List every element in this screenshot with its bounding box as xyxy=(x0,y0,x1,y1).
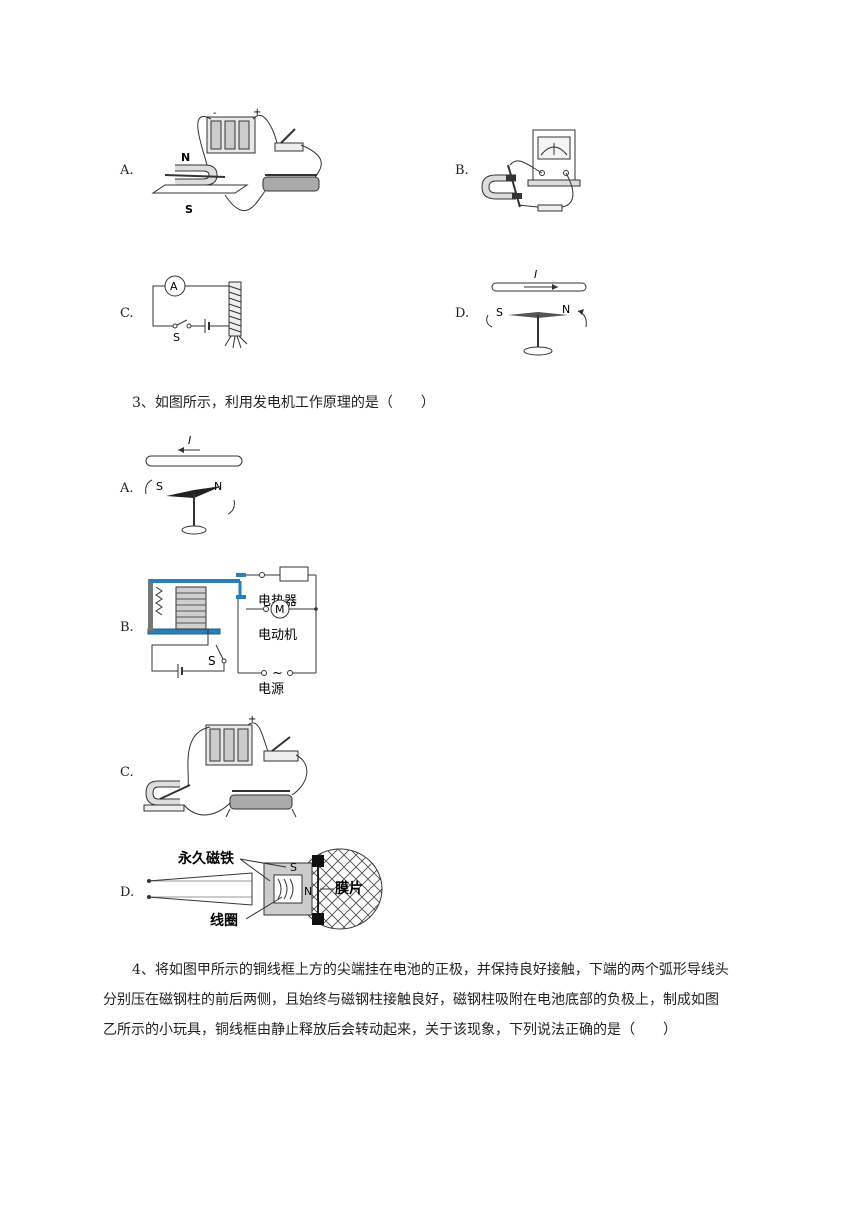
q2-figc-ammeter-label: A xyxy=(170,280,178,293)
q3-question-text: 3、如图所示，利用发电机工作原理的是（ ） xyxy=(132,395,435,411)
q3-figb-source-label: 电源 xyxy=(258,682,284,697)
q2-option-b-label: B. xyxy=(455,163,469,178)
q2-figa-minus: - xyxy=(213,108,217,119)
q2-figure-c: A S xyxy=(152,275,248,349)
q2-figure-d: I S N xyxy=(486,268,587,356)
q2-figa-n-label: N xyxy=(181,151,190,164)
q3-figb-motor-symbol: M xyxy=(275,603,285,616)
q3-option-d-label: D. xyxy=(120,885,135,900)
q2-option-a-label: A. xyxy=(120,163,134,178)
q3-figa-n-label: N xyxy=(214,480,222,493)
q3-figure-a: I S N xyxy=(145,434,243,535)
q3-figb-source-symbol: ~ xyxy=(272,666,283,681)
q3-figd-s-label: S xyxy=(290,861,297,874)
q3-option-c-label: C. xyxy=(120,765,134,780)
q4-question-line-2: 分别压在磁钢柱的前后两侧，且始终与磁钢柱接触良好，磁钢柱吸附在电池底部的负极上，… xyxy=(103,992,719,1008)
q3-figb-motor-label: 电动机 xyxy=(258,628,297,643)
q3-option-a-label: A. xyxy=(120,481,134,496)
q2-figc-switch-label: S xyxy=(173,331,180,344)
q3-figc-plus: + xyxy=(248,714,256,725)
q4-question-line-1: 4、将如图甲所示的铜线框上方的尖端挂在电池的正极，并保持良好接触，下端的两个弧形… xyxy=(132,962,729,978)
q2-figd-s-label: S xyxy=(496,306,503,319)
q2-figa-s-label: S xyxy=(185,203,193,216)
q2-figd-current-label: I xyxy=(534,268,537,281)
q2-figure-b xyxy=(481,129,581,212)
q2-figa-plus: + xyxy=(253,107,261,118)
q2-figd-n-label: N xyxy=(562,303,570,316)
q2-option-d-label: D. xyxy=(455,306,470,321)
q3-figd-coil-label: 线圈 xyxy=(210,912,238,929)
q3-figure-c: + xyxy=(143,714,308,818)
q3-figd-magnet-label: 永久磁铁 xyxy=(177,850,234,867)
q3-figa-s-label: S xyxy=(156,480,163,493)
q3-option-b-label: B. xyxy=(120,620,134,635)
q2-option-c-label: C. xyxy=(120,306,134,321)
q3-figb-switch-label: S xyxy=(208,654,216,668)
q4-question-line-3: 乙所示的小玩具，铜线框由静止释放后会转动起来，关于该现象，下列说法正确的是（ ） xyxy=(103,1022,677,1038)
q3-figure-d: S N 永久磁铁 膜片 线圈 xyxy=(147,848,383,930)
q3-figure-b: 电热器 M 电动机 ~ 电源 S xyxy=(147,566,318,697)
q3-figa-current-label: I xyxy=(188,434,191,447)
q3-figd-film-label: 膜片 xyxy=(335,880,363,897)
q2-figure-a: N S - + xyxy=(151,107,322,216)
q3-figd-n-label: N xyxy=(304,885,312,898)
